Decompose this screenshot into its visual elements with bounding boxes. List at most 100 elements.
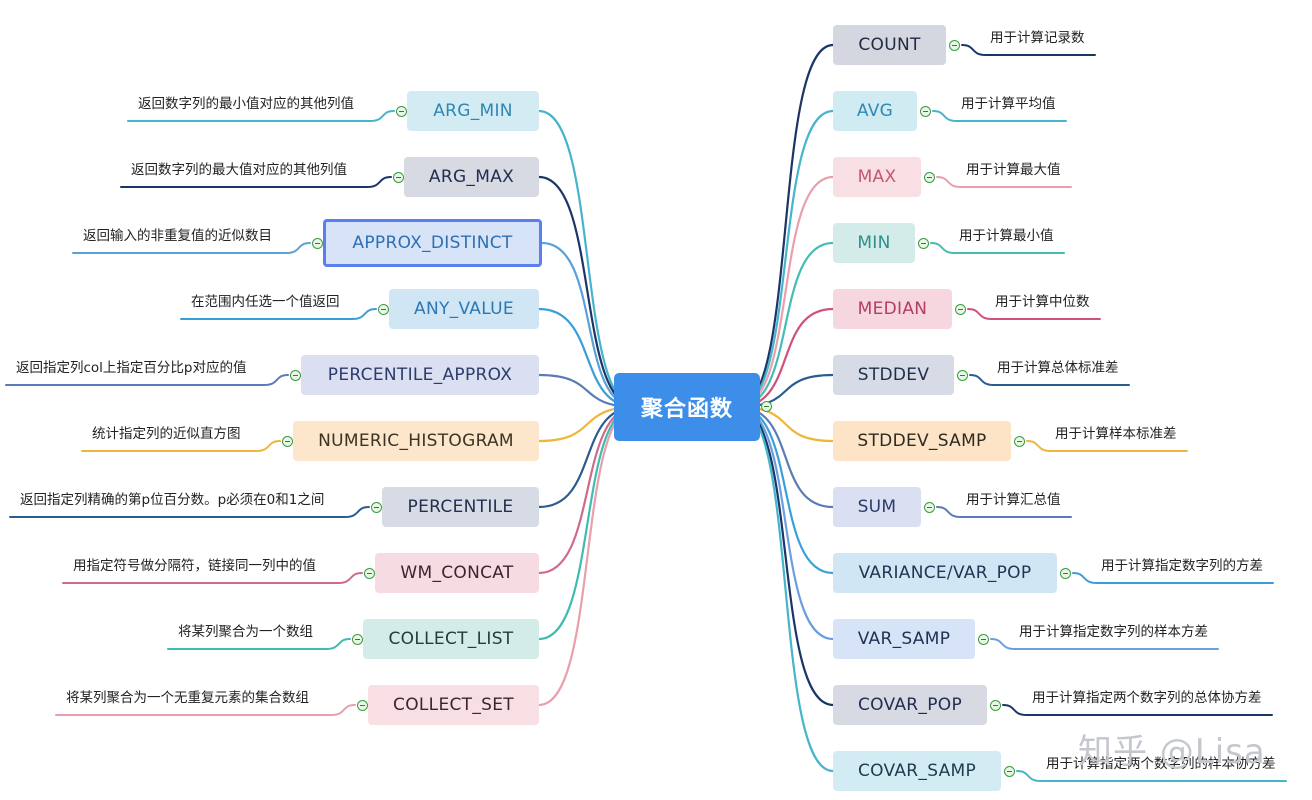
topic-avg[interactable]: AVG [833,91,917,131]
collapse-toggle-icon[interactable] [352,633,363,645]
subtopic-wm-concat-description[interactable]: 用指定符号做分隔符，链接同一列中的值 [73,558,316,574]
subtopic-underline [72,242,311,254]
topic-max[interactable]: MAX [833,157,921,197]
subtopic-arg-max-description[interactable]: 返回数字列的最大值对应的其他列值 [131,162,347,178]
collapse-toggle-icon[interactable] [378,303,389,315]
subtopic-underline [120,176,392,188]
subtopic-underline [55,704,356,716]
collapse-toggle-icon[interactable] [282,435,293,447]
subtopic-underline [932,110,1067,122]
subtopic-underline [9,506,370,518]
topic-stddev-samp[interactable]: STDDEV_SAMP [833,421,1011,461]
topic-any-value[interactable]: ANY_VALUE [389,289,539,329]
subtopic-covar-pop-description[interactable]: 用于计算指定两个数字列的总体协方差 [1032,690,1262,706]
subtopic-variance-var-pop-description[interactable]: 用于计算指定数字列的方差 [1101,558,1263,574]
topic-collect-list[interactable]: COLLECT_LIST [363,619,539,659]
topic-median[interactable]: MEDIAN [833,289,952,329]
branch-line [736,405,835,641]
collapse-toggle-icon[interactable] [364,567,375,579]
branch-line [537,405,638,641]
subtopic-underline [62,572,363,584]
collapse-toggle-icon[interactable] [761,401,772,412]
topic-stddev[interactable]: STDDEV [833,355,954,395]
topic-var-samp[interactable]: VAR_SAMP [833,619,975,659]
branch-line [736,405,835,773]
subtopic-collect-list-description[interactable]: 将某列聚合为一个数组 [178,624,313,640]
subtopic-underline [1072,572,1274,584]
subtopic-count-description[interactable]: 用于计算记录数 [990,30,1085,46]
topic-wm-concat[interactable]: WM_CONCAT [375,553,539,593]
branch-line [736,43,835,409]
collapse-toggle-icon[interactable] [957,369,968,381]
topic-approx-distinct[interactable]: APPROX_DISTINCT [323,219,542,267]
subtopic-underline [969,374,1130,386]
collapse-toggle-icon[interactable] [918,237,929,249]
subtopic-underline [961,44,1096,56]
branch-line [537,109,638,409]
topic-percentile[interactable]: PERCENTILE [382,487,539,527]
collapse-toggle-icon[interactable] [1014,435,1025,447]
subtopic-underline [180,308,377,320]
subtopic-median-description[interactable]: 用于计算中位数 [995,294,1090,310]
topic-covar-samp[interactable]: COVAR_SAMP [833,751,1001,791]
subtopic-sum-description[interactable]: 用于计算汇总值 [966,492,1061,508]
topic-covar-pop[interactable]: COVAR_POP [833,685,987,725]
collapse-toggle-icon[interactable] [1060,567,1071,579]
subtopic-underline [936,176,1072,188]
collapse-toggle-icon[interactable] [290,369,301,381]
collapse-toggle-icon[interactable] [920,105,931,117]
topic-numeric-histogram[interactable]: NUMERIC_HISTOGRAM [293,421,539,461]
collapse-toggle-icon[interactable] [924,171,935,183]
subtopic-underline [1016,770,1287,782]
collapse-toggle-icon[interactable] [949,39,960,51]
subtopic-arg-min-description[interactable]: 返回数字列的最小值对应的其他列值 [138,96,354,112]
subtopic-collect-set-description[interactable]: 将某列聚合为一个无重复元素的集合数组 [66,690,309,706]
subtopic-underline [930,242,1065,254]
subtopic-underline [990,638,1219,650]
topic-count[interactable]: COUNT [833,25,946,65]
collapse-toggle-icon[interactable] [396,105,407,117]
subtopic-max-description[interactable]: 用于计算最大值 [966,162,1061,178]
subtopic-underline [967,308,1101,320]
collapse-toggle-icon[interactable] [955,303,966,315]
collapse-toggle-icon[interactable] [393,171,404,183]
topic-min[interactable]: MIN [833,223,915,263]
topic-collect-set[interactable]: COLLECT_SET [368,685,539,725]
topic-arg-max[interactable]: ARG_MAX [404,157,539,197]
subtopic-stddev-description[interactable]: 用于计算总体标准差 [997,360,1119,376]
branch-line [736,405,835,707]
collapse-toggle-icon[interactable] [357,699,368,711]
collapse-toggle-icon[interactable] [990,699,1001,711]
subtopic-approx-distinct-description[interactable]: 返回输入的非重复值的近似数目 [83,228,272,244]
central-topic[interactable]: 聚合函数 [614,373,760,441]
subtopic-min-description[interactable]: 用于计算最小值 [959,228,1054,244]
subtopic-underline [5,374,289,386]
subtopic-underline [127,110,395,122]
collapse-toggle-icon[interactable] [978,633,989,645]
subtopic-stddev-samp-description[interactable]: 用于计算样本标准差 [1055,426,1177,442]
subtopic-percentile-description[interactable]: 返回指定列精确的第p位百分数。p必须在0和1之间 [20,492,325,508]
collapse-toggle-icon[interactable] [371,501,382,513]
collapse-toggle-icon[interactable] [924,501,935,513]
collapse-toggle-icon[interactable] [312,237,323,249]
subtopic-underline [167,638,351,650]
subtopic-underline [1002,704,1273,716]
collapse-toggle-icon[interactable] [1004,765,1015,777]
subtopic-underline [1026,440,1188,452]
topic-arg-min[interactable]: ARG_MIN [407,91,539,131]
subtopic-any-value-description[interactable]: 在范围内任选一个值返回 [191,294,340,310]
topic-percentile-approx[interactable]: PERCENTILE_APPROX [301,355,539,395]
subtopic-percentile-approx-description[interactable]: 返回指定列col上指定百分比p对应的值 [16,360,247,376]
watermark-text: 知乎 @Lisa [1078,732,1266,772]
subtopic-avg-description[interactable]: 用于计算平均值 [961,96,1056,112]
subtopic-covar-samp-description[interactable]: 用于计算指定两个数字列的样本协方差 [1046,756,1276,772]
branch-line [537,405,638,707]
subtopic-underline [81,440,281,452]
subtopic-underline [936,506,1072,518]
branch-line [736,109,835,409]
subtopic-numeric-histogram-description[interactable]: 统计指定列的近似直方图 [92,426,241,442]
topic-variance-var-pop[interactable]: VARIANCE/VAR_POP [833,553,1057,593]
subtopic-var-samp-description[interactable]: 用于计算指定数字列的样本方差 [1019,624,1208,640]
topic-sum[interactable]: SUM [833,487,921,527]
